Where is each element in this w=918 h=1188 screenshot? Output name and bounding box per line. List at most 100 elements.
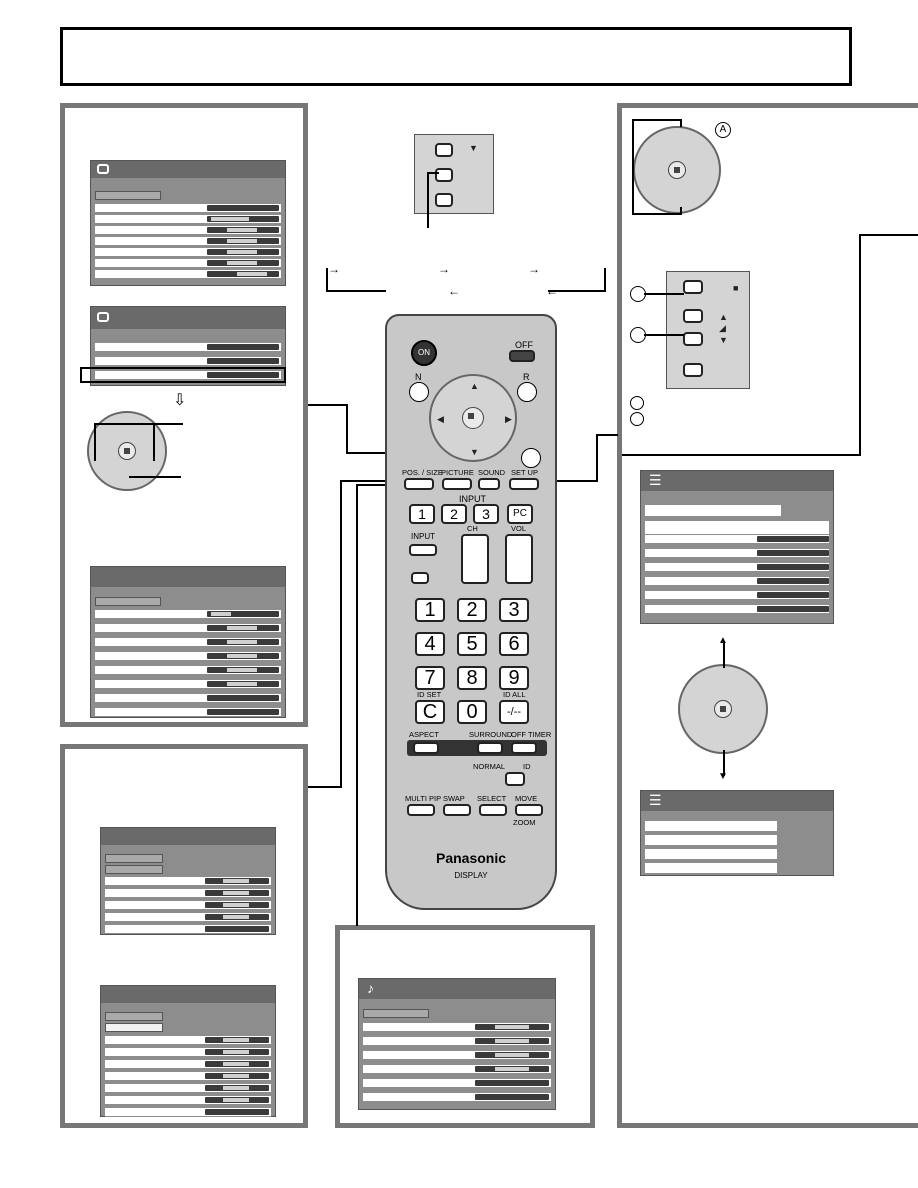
sound-note-icon: ♪ [367, 980, 374, 996]
display-label: DISPLAY [454, 871, 488, 880]
normal-label: NORMAL [473, 762, 506, 771]
down-arrow-icon: ▼ [718, 771, 728, 782]
surround-label: SURROUND [469, 730, 513, 739]
flow-arrow-icon: → [328, 262, 340, 276]
setup-list-icon: ☰ [649, 472, 662, 488]
picture-label: PICTURE [441, 468, 474, 477]
picture-icon [97, 164, 109, 174]
digit-2-button[interactable]: 2 [457, 598, 487, 622]
digit-3-button[interactable]: 3 [499, 598, 529, 622]
select-button[interactable] [479, 804, 507, 816]
multi-pip-label: MULTI PIP [405, 794, 442, 803]
menu-header [91, 567, 285, 587]
off-timer-button[interactable] [511, 742, 537, 754]
up-arrow-icon: ▲ [718, 635, 728, 646]
input-3-button[interactable]: 3 [473, 504, 499, 524]
input-group-label: INPUT [459, 494, 486, 504]
c-button[interactable]: C [415, 700, 445, 724]
picture-menu-scrolled [90, 306, 286, 386]
cursor-pad-top [633, 126, 721, 214]
menu-tab [105, 865, 163, 874]
off-button[interactable] [509, 350, 535, 362]
dash-button[interactable]: -/-- [499, 700, 529, 724]
cursor-pad[interactable]: ▲ ▼ ◀ ▶ [429, 374, 517, 462]
ch-rocker[interactable] [461, 534, 489, 584]
aspect-button[interactable] [413, 742, 439, 754]
digit-1-button[interactable]: 1 [415, 598, 445, 622]
button-strip: ■ ▲ ◢ ▼ [666, 271, 750, 389]
picture-menu-adjust [90, 566, 286, 718]
return-button[interactable] [521, 448, 541, 468]
setup-panel: A ■ ▲ ◢ ▼ ☰ ▲ ▼ ☰ [617, 103, 918, 1128]
pos-size-label: POS. / SIZE [402, 468, 443, 477]
setup-tab [645, 505, 781, 517]
setup-list-icon: ☰ [649, 792, 662, 808]
title-box [60, 27, 852, 86]
id-label: ID [523, 762, 531, 771]
down-arrow-icon: ⇩ [173, 392, 187, 409]
flow-arrow-icon: → [438, 262, 450, 276]
vol-rocker[interactable] [505, 534, 533, 584]
cursor-pad-middle [678, 664, 768, 754]
ch-label: CH [467, 524, 478, 533]
menu-header [91, 161, 285, 178]
surround-button[interactable] [477, 742, 503, 754]
n-button[interactable] [409, 382, 429, 402]
mute-button[interactable] [411, 572, 429, 584]
menu-tab [95, 597, 161, 606]
digit-5-button[interactable]: 5 [457, 632, 487, 656]
menu-tab [105, 854, 163, 863]
multi-pip-button[interactable] [407, 804, 435, 816]
power-on-button[interactable]: ON [411, 340, 437, 366]
sound-button[interactable] [478, 478, 500, 490]
id-all-label: ID ALL [503, 690, 526, 699]
pos-size-button[interactable] [404, 478, 434, 490]
digit-8-button[interactable]: 8 [457, 666, 487, 690]
picture-button[interactable] [442, 478, 472, 490]
brand-logo: Panasonic [435, 850, 507, 866]
input-button[interactable] [409, 544, 437, 556]
digit-9-button[interactable]: 9 [499, 666, 529, 690]
off-label: OFF [515, 340, 533, 350]
setup-button[interactable] [509, 478, 539, 490]
setup-label: SET UP [511, 468, 538, 477]
digit-7-button[interactable]: 7 [415, 666, 445, 690]
digit-0-button[interactable]: 0 [457, 700, 487, 724]
input-2-button[interactable]: 2 [441, 504, 467, 524]
off-timer-label: OFF TIMER [511, 730, 552, 739]
aspect-label: ASPECT [409, 730, 440, 739]
input-pc-button[interactable]: PC [507, 504, 533, 524]
normal-id-switch[interactable] [505, 772, 525, 786]
highlight-frame [80, 367, 286, 383]
r-label: R [523, 372, 530, 382]
setup-menu-screenshot: ☰ [640, 470, 834, 624]
remote-control: ON OFF N R ▲ ▼ ◀ ▶ POS. / SIZE PICTURE S… [385, 314, 557, 910]
pos-size-menu-screenshot [100, 827, 276, 935]
callout-e [630, 412, 644, 426]
sound-label: SOUND [478, 468, 506, 477]
swap-label: SWAP [443, 794, 465, 803]
digit-4-button[interactable]: 4 [415, 632, 445, 656]
r-button[interactable] [517, 382, 537, 402]
id-set-label: ID SET [417, 690, 442, 699]
n-label: N [415, 372, 422, 382]
picture-icon [97, 312, 109, 322]
picture-panel: ⇩ [60, 103, 308, 727]
menu-tab [105, 1012, 163, 1021]
flow-arrow-icon: → [528, 262, 540, 276]
move-button[interactable] [515, 804, 543, 816]
menu-header [101, 986, 275, 1003]
input-1-button[interactable]: 1 [409, 504, 435, 524]
menu-header: ♪ [359, 979, 555, 999]
menu-tab [105, 1023, 163, 1032]
pos-size-panel [60, 744, 308, 1128]
menu-tab [95, 191, 161, 200]
callout-a: A [715, 122, 731, 138]
move-label: MOVE [515, 794, 538, 803]
menu-header [91, 307, 285, 329]
digit-6-button[interactable]: 6 [499, 632, 529, 656]
menu-header [101, 828, 275, 845]
swap-button[interactable] [443, 804, 471, 816]
vol-label: VOL [511, 524, 527, 533]
menu-header: ☰ [641, 471, 833, 491]
